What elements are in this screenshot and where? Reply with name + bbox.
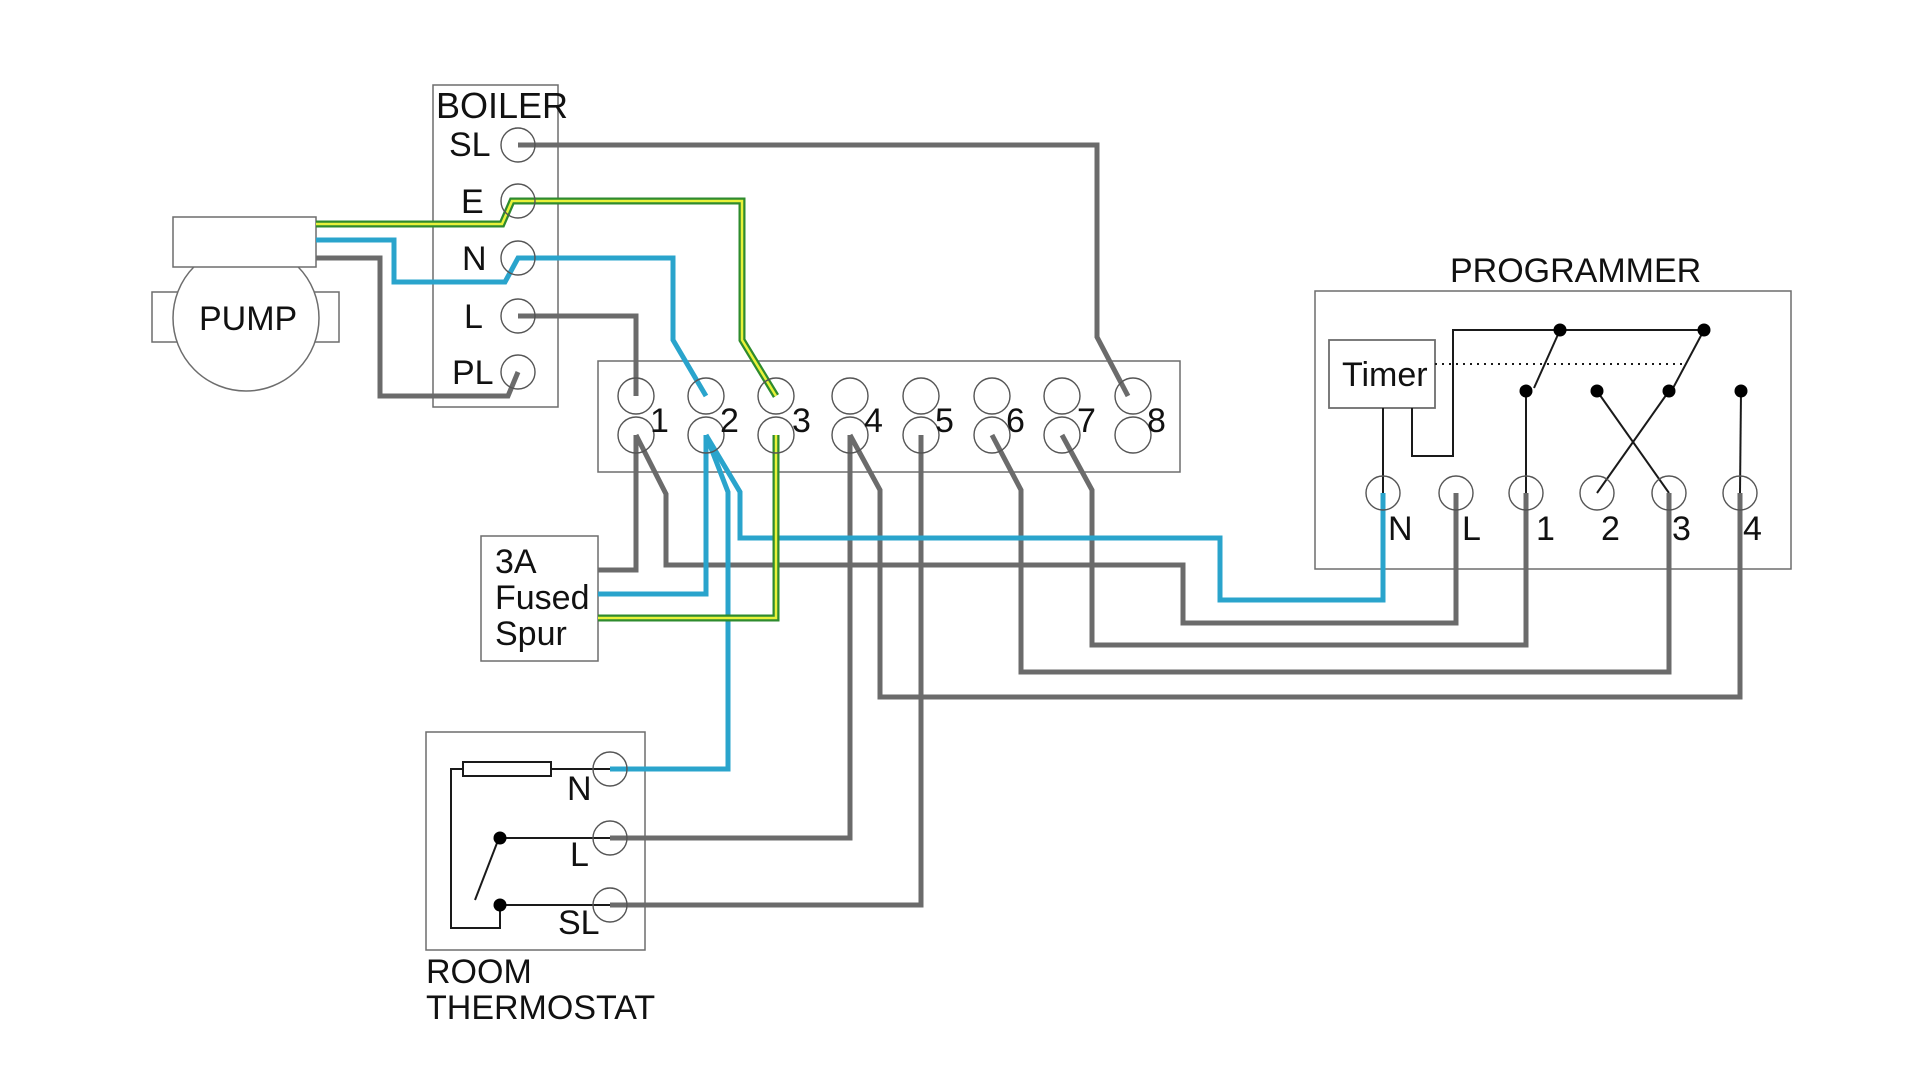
thermostat-terminals xyxy=(592,751,628,923)
boiler-box xyxy=(432,84,559,408)
boiler-label-sl: SL xyxy=(449,126,491,164)
boiler-terminal-l xyxy=(500,298,536,334)
programmer-label-1: 1 xyxy=(1536,510,1555,548)
programmer-label-3: 3 xyxy=(1672,510,1691,548)
boiler-terminal-n xyxy=(500,240,536,276)
thermostat-label-n: N xyxy=(567,770,592,808)
programmer-terminals xyxy=(1365,475,1758,511)
spur-label-line3: Spur xyxy=(495,615,567,653)
thermostat-title-line1: ROOM xyxy=(426,953,532,991)
boiler-label-pl: PL xyxy=(452,354,494,392)
wire-l-to-1 xyxy=(518,313,639,396)
junction-terminals xyxy=(617,377,1152,454)
timer-label: Timer xyxy=(1342,356,1428,394)
junction-label-5: 5 xyxy=(935,402,954,440)
boiler-terminal-pl xyxy=(500,354,536,390)
blue-wires xyxy=(316,237,1386,772)
grey-wires xyxy=(316,142,1743,908)
boiler-label-l: L xyxy=(464,298,483,336)
wire-1-to-spur xyxy=(598,435,639,573)
junction-box xyxy=(597,360,1181,473)
wire-pump-to-n xyxy=(316,237,709,398)
junction-label-6: 6 xyxy=(1006,402,1025,440)
earth-wires xyxy=(316,197,780,622)
wire-sl-to-8 xyxy=(518,142,1131,398)
junction-label-1: 1 xyxy=(650,402,669,440)
junction-label-4: 4 xyxy=(864,402,883,440)
pump-label: PUMP xyxy=(199,300,297,338)
junction-label-8: 8 xyxy=(1147,402,1166,440)
programmer-label-2: 2 xyxy=(1601,510,1620,548)
programmer-label-n: N xyxy=(1388,510,1413,548)
boiler-title: BOILER xyxy=(436,85,568,126)
thermostat-label-l: L xyxy=(570,836,589,874)
junction-label-7: 7 xyxy=(1077,402,1096,440)
thermostat-title-line2: THERMOSTAT xyxy=(426,989,655,1027)
spur-label-line1: 3A xyxy=(495,543,537,581)
junction-label-3: 3 xyxy=(792,402,811,440)
boiler-terminals xyxy=(500,127,536,390)
wire-6-to-prog-3 xyxy=(989,433,1672,675)
boiler-terminal-sl xyxy=(500,127,536,163)
programmer-label-4: 4 xyxy=(1743,510,1762,548)
thermostat-internal-wiring xyxy=(450,761,610,929)
room-thermostat-box xyxy=(425,731,646,951)
wire-7-to-prog-1 xyxy=(1059,433,1529,648)
programmer-title: PROGRAMMER xyxy=(1450,252,1701,290)
junction-label-2: 2 xyxy=(720,402,739,440)
wire-2-to-thermo-n xyxy=(610,434,731,772)
boiler-label-n: N xyxy=(462,240,487,278)
wire-1-to-prog-l xyxy=(633,433,1459,626)
pump xyxy=(151,216,340,392)
wire-4-to-prog-4 xyxy=(847,433,1743,700)
pump-terminal-housing xyxy=(172,216,317,268)
wire-2-to-prog-n xyxy=(703,433,1386,603)
wire-2-to-spur xyxy=(598,435,709,597)
boiler-terminal-e xyxy=(500,183,536,219)
spur-label-line2: Fused xyxy=(495,579,590,617)
fused-spur-box xyxy=(480,535,599,662)
thermostat-label-sl: SL xyxy=(558,904,600,942)
wire-5-to-thermo-sl xyxy=(610,435,924,908)
programmer-box xyxy=(1314,290,1792,570)
programmer-internal-wiring xyxy=(1382,323,1748,494)
programmer-label-l: L xyxy=(1462,510,1481,548)
boiler-label-e: E xyxy=(461,183,484,221)
wire-4-to-thermo-l xyxy=(610,435,853,841)
